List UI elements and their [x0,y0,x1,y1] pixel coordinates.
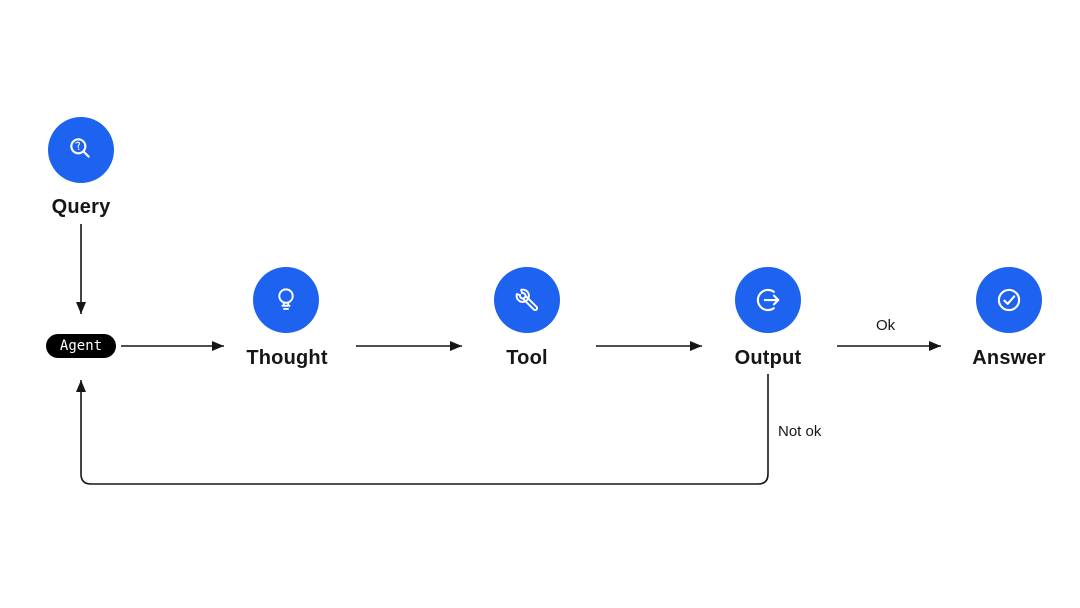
answer-node [976,267,1042,333]
export-right-icon [756,288,780,312]
answer-node-label: Answer [972,347,1046,369]
thought-node [253,267,319,333]
query-node-label: Query [51,196,111,218]
wrench-icon [515,288,538,311]
output-node [735,267,801,333]
search-question-icon: ? [70,138,90,158]
edge-output-agent-feedback [76,374,769,485]
tool-node [494,267,560,333]
tool-node-label: Tool [506,347,548,369]
edge-label-ok: Ok [876,317,896,334]
query-node: ? [48,117,114,183]
edge-label-not-ok: Not ok [778,423,822,440]
agent-node: Agent [46,334,116,358]
lightbulb-icon [278,288,294,310]
thought-node-label: Thought [246,347,328,369]
agent-node-label: Agent [59,338,103,354]
svg-text:?: ? [74,140,83,154]
edge-lines [76,224,941,485]
output-node-label: Output [734,347,802,369]
check-circle-icon [997,288,1021,312]
